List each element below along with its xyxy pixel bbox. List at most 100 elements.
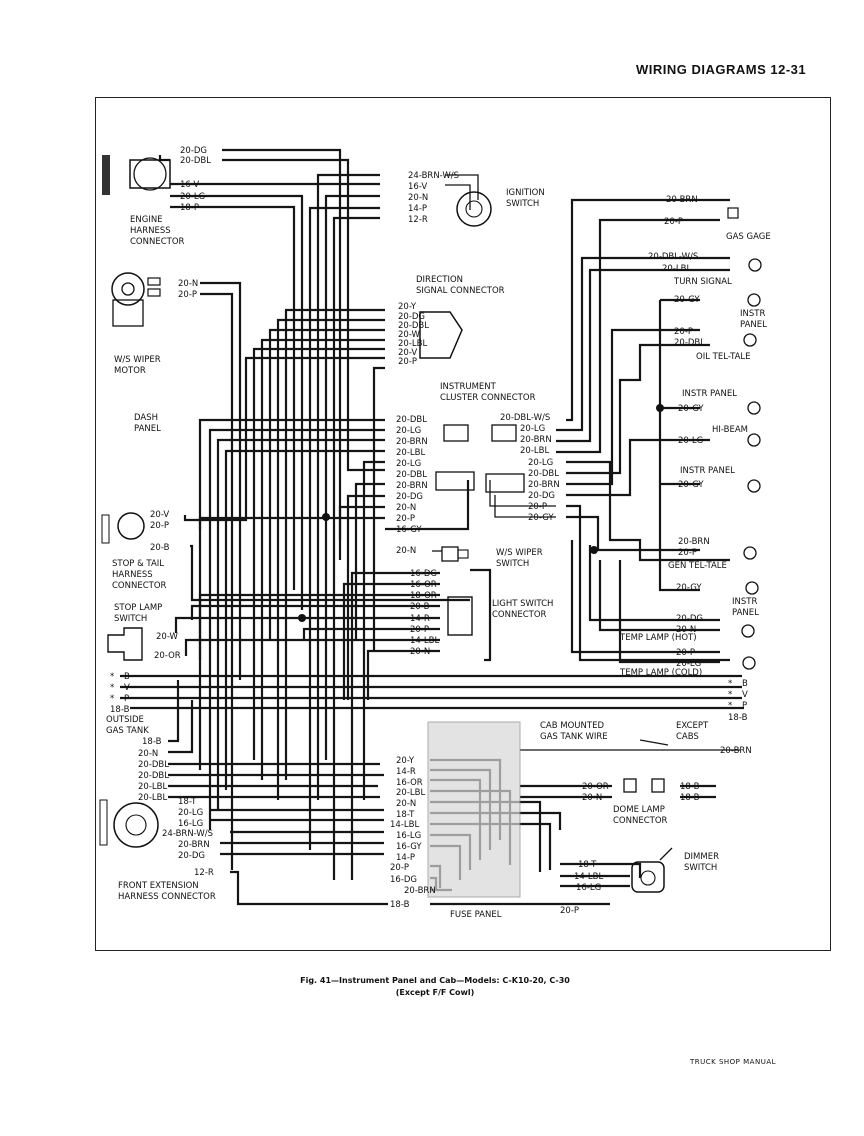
wire-label: 20-DBL xyxy=(398,321,429,331)
wire-label: 16-OR xyxy=(396,778,423,788)
wire-label: 20-N xyxy=(396,799,416,809)
wire-label: V xyxy=(124,683,130,693)
wire-label: 20-GY xyxy=(674,295,700,305)
wire-label: 20-GY xyxy=(678,404,704,414)
wire-label: 20-LBL xyxy=(662,264,691,274)
dimmer-switch-shape xyxy=(631,847,673,893)
wire-label: 20-Y xyxy=(398,302,417,312)
wire-label: P xyxy=(124,694,129,704)
wire-label: 20-DG xyxy=(528,491,555,501)
wire-label: * xyxy=(728,701,732,711)
wire-label: 20-DBL xyxy=(396,470,427,480)
wire-label: 20-DBL xyxy=(138,760,169,770)
wire-label: 18-B xyxy=(390,900,410,910)
wire-label: 20-DG xyxy=(398,312,425,322)
wire-label: 14-R xyxy=(410,614,430,624)
wire-label: 20-LBL xyxy=(138,793,167,803)
wire-label: 18-B xyxy=(680,793,700,803)
wire-label: 18-B xyxy=(728,713,748,723)
wire-label: 20-P xyxy=(390,863,409,873)
wire-label: 20-BRN xyxy=(396,437,428,447)
wire-label: 20-LBL xyxy=(138,782,167,792)
wire-label: * xyxy=(728,679,732,689)
turn-signal-label: TURN SIGNAL xyxy=(673,277,732,287)
wire-label: 20-DG xyxy=(178,851,205,861)
wire-label: 20-LG xyxy=(676,659,701,669)
wire-label: 20-LG xyxy=(520,424,545,434)
engine-connector-shape xyxy=(102,155,171,195)
wire-label: 20-GY xyxy=(528,513,554,523)
wire-label: 20-LG xyxy=(396,426,421,436)
wire-label: 20-BRN xyxy=(404,886,436,896)
wire-label: 18-B xyxy=(142,737,162,747)
wire-label: 20-DG xyxy=(396,492,423,502)
instrument-cluster-shapes xyxy=(435,424,525,493)
junction-dots xyxy=(298,404,664,622)
wire-label: P xyxy=(742,701,747,711)
gen-tel-tale-label: GEN TEL-TALE xyxy=(668,561,727,571)
instr-panel-2-label: INSTR PANEL xyxy=(682,389,737,399)
wire-label: 20-DBL xyxy=(138,771,169,781)
wire-label: 18-T xyxy=(578,860,597,870)
stop-tail-shape xyxy=(101,512,145,544)
wire-label: 20-BRN xyxy=(178,840,210,850)
wire-label: 20-LG xyxy=(180,192,205,202)
wire-label: 14-R xyxy=(396,767,416,777)
wire-label: 14-LBL xyxy=(574,872,603,882)
wire-label: 16-DG xyxy=(390,875,417,885)
wire-label: 20-P xyxy=(396,514,415,524)
wire-label: 20-DBL xyxy=(528,469,559,479)
hi-beam-label: HI-BEAM xyxy=(712,425,748,435)
fuse-panel-shape xyxy=(427,721,521,898)
wire-label: 20-BRN xyxy=(396,481,428,491)
light-switch-shape xyxy=(447,596,473,636)
instr-panel-3-label: INSTR PANEL xyxy=(680,466,735,476)
fuse-panel-label: FUSE PANEL xyxy=(450,910,502,920)
wire-label: 16-LG xyxy=(396,831,421,841)
wire-label: 20-LG xyxy=(678,436,703,446)
wire-label: 16-OR xyxy=(410,580,437,590)
wire-label: 20-BRN xyxy=(720,746,752,756)
wire-label: 20-N xyxy=(138,749,158,759)
wire-label: 16-V xyxy=(180,180,199,190)
wire-label: 20-LBL xyxy=(396,448,425,458)
wire-label: 16-GY xyxy=(396,525,422,535)
temp-hot-label: TEMP LAMP (HOT) xyxy=(619,633,697,643)
wire-label: 20-LG xyxy=(528,458,553,468)
wire-label: 16-GY xyxy=(396,842,422,852)
wire-label: 20-DG xyxy=(676,614,703,624)
wire-label: 20-V xyxy=(398,348,417,358)
wire-label: 14-LBL xyxy=(390,820,419,830)
wire-label: 20-GY xyxy=(676,583,702,593)
figure-caption: Fig. 41—Instrument Panel and Cab—Models:… xyxy=(275,975,595,999)
wire-label: 20-P xyxy=(410,625,429,635)
wire-label: 24-BRN-W/S xyxy=(408,171,459,181)
direction-signal-shape xyxy=(419,311,463,359)
wire-label: 20-LBL xyxy=(398,339,427,349)
wire-label: 16-V xyxy=(408,182,427,192)
wire-label: V xyxy=(742,690,748,700)
wire-label: 20-N xyxy=(582,793,602,803)
front-extension-shape xyxy=(99,799,159,848)
wire-label: 20-DBL xyxy=(674,338,705,348)
page-header: WIRING DIAGRAMS 12-31 xyxy=(636,62,807,77)
wire-label: 20-LBL xyxy=(396,788,425,798)
wire-label: B xyxy=(124,672,130,682)
wire-label: 18-T xyxy=(396,810,415,820)
wire-label: 16-DG xyxy=(410,569,437,579)
wire-label: 20-N xyxy=(408,193,428,203)
wire-label: 20-P xyxy=(398,357,417,367)
wire-label: 20-GY xyxy=(678,480,704,490)
wire-label: 20-N xyxy=(410,647,430,657)
wire-label: 14-LBL xyxy=(410,636,439,646)
wire-label: 20-DG xyxy=(180,146,207,156)
